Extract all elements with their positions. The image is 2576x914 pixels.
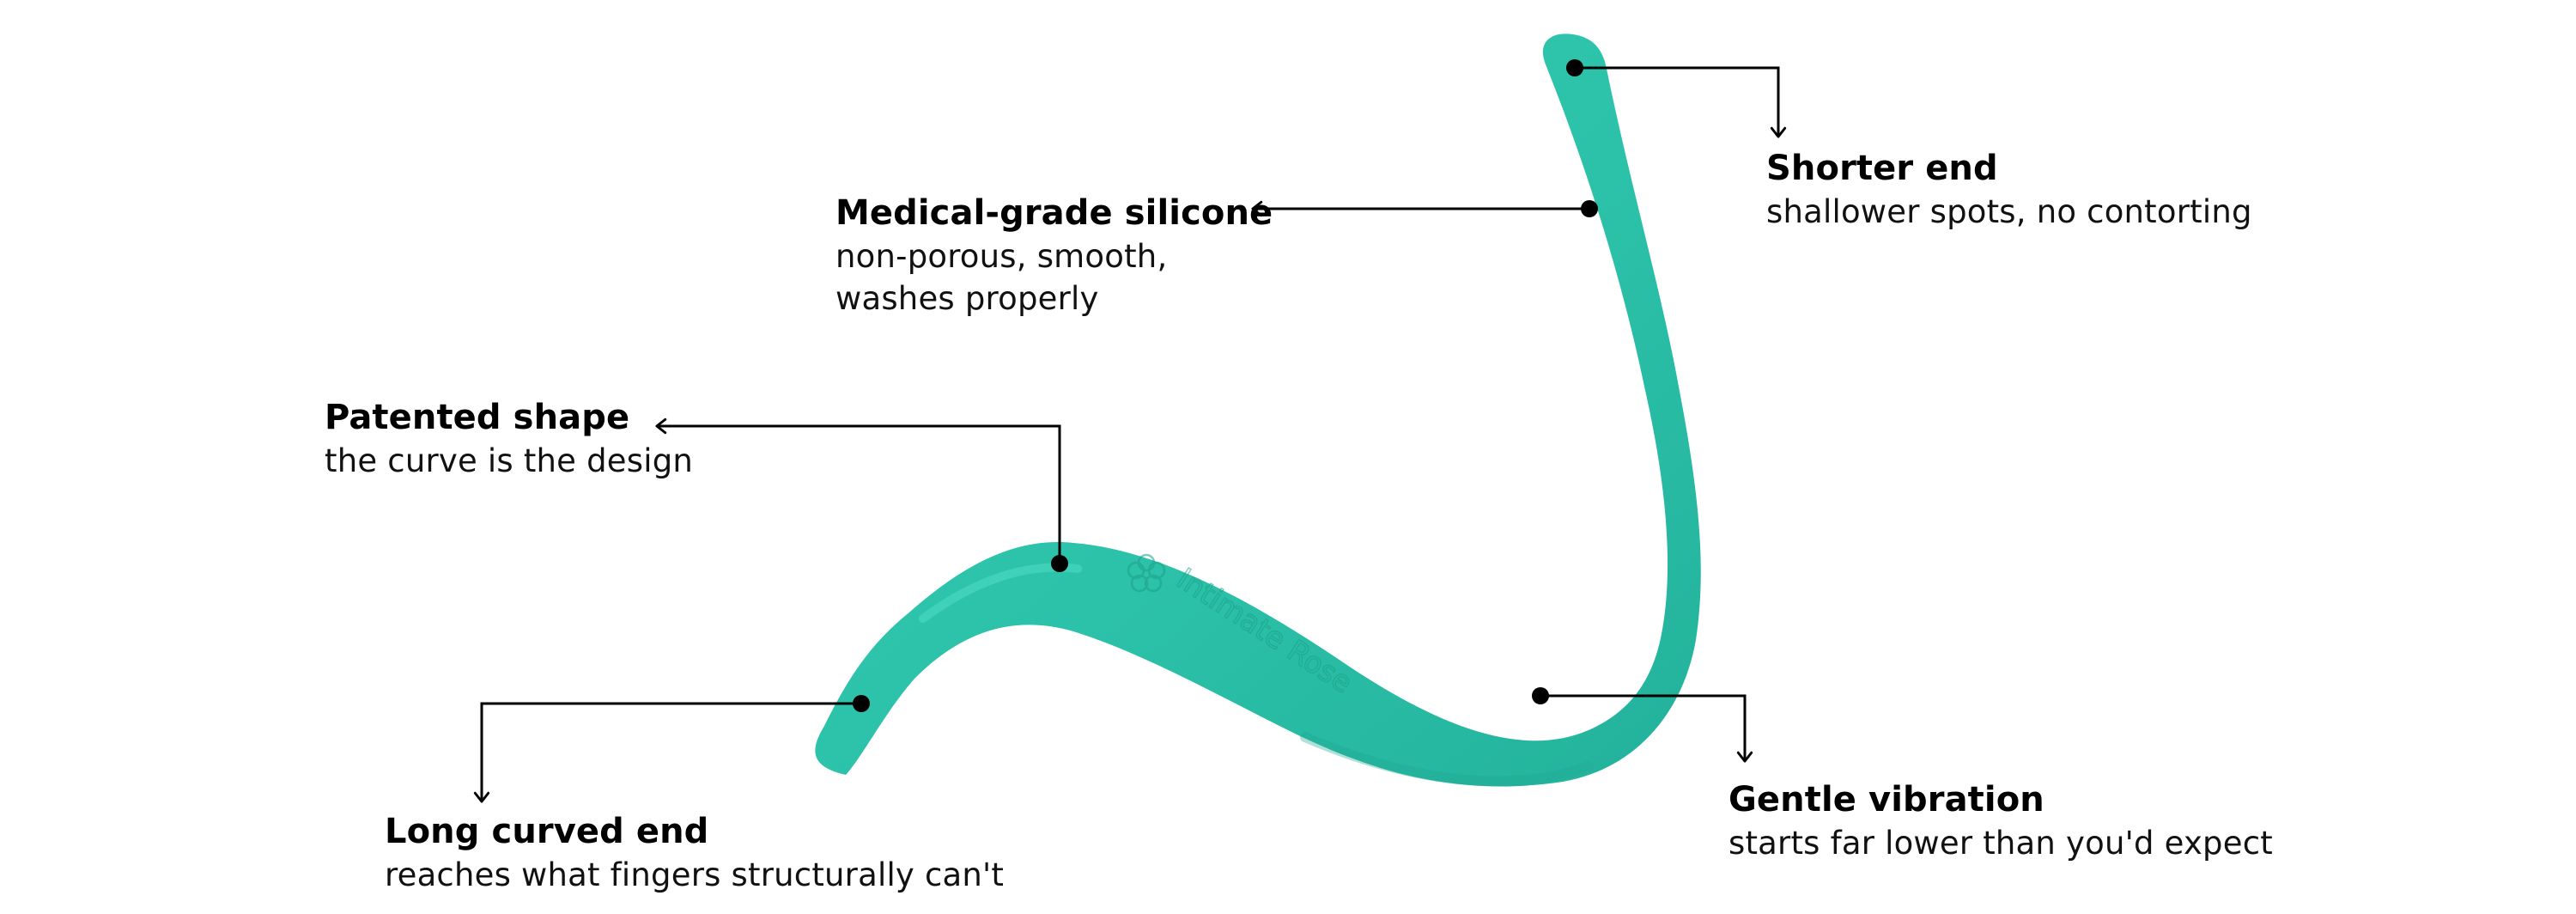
callout-vibration: Gentle vibration starts far lower than y… xyxy=(1728,777,2273,865)
callout-title: Patented shape xyxy=(325,398,630,437)
flower-icon xyxy=(1127,553,1166,593)
callout-title: Long curved end xyxy=(385,812,709,851)
callout-shorter-end: Shorter end shallower spots, no contorti… xyxy=(1766,146,2252,234)
callout-description: shallower spots, no contorting xyxy=(1766,192,2252,230)
callout-silicone: Medical-grade silicone non-porous, smoot… xyxy=(835,191,1273,320)
callout-description: the curve is the design xyxy=(325,442,694,479)
callout-description: reaches what fingers structurally can't xyxy=(385,856,1005,893)
callout-long-end: Long curved end reaches what fingers str… xyxy=(385,809,1004,897)
leader-silicone xyxy=(1251,200,1598,217)
callout-title: Shorter end xyxy=(1766,149,1998,188)
leader-line xyxy=(655,417,1061,564)
leader-vibration xyxy=(1532,687,1753,763)
callout-description: starts far lower than you'd expect xyxy=(1728,824,2273,862)
callout-description: non-porous, smooth, washes properly xyxy=(835,236,1273,320)
wand-shadow xyxy=(1300,732,1594,787)
leader-line xyxy=(1540,694,1753,763)
leader-line xyxy=(473,702,861,803)
leader-shorter-end xyxy=(1566,59,1787,138)
product-wand: Intimate Rose xyxy=(815,34,1701,787)
leader-long-end xyxy=(473,695,870,803)
wand-body xyxy=(815,34,1701,787)
leader-line xyxy=(1575,66,1787,138)
callout-description-line: washes properly xyxy=(835,279,1099,317)
callout-description-line: non-porous, smooth, xyxy=(835,237,1168,275)
leader-patented-shape xyxy=(655,417,1068,572)
callout-patented-shape: Patented shape the curve is the design xyxy=(325,395,693,483)
callout-title: Gentle vibration xyxy=(1728,780,2044,820)
callout-title: Medical-grade silicone xyxy=(835,193,1273,233)
